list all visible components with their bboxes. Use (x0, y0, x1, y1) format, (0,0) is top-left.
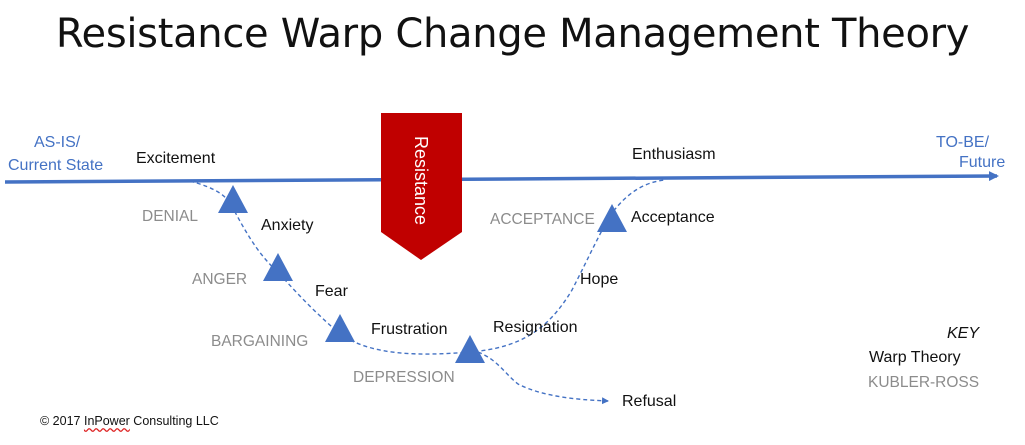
stage-triangle-anger (263, 253, 293, 281)
key-kubler-ross: KUBLER-ROSS (868, 374, 980, 391)
future-label: Future (959, 154, 1006, 171)
key-heading: KEY (947, 325, 980, 342)
stage-label-resignation: Resignation (493, 319, 578, 336)
warp-curve (189, 179, 666, 355)
stage-label-refusal: Refusal (622, 393, 677, 410)
stage-label-anxiety: Anxiety (261, 217, 314, 234)
resistance-label-box: Resistance (395, 132, 447, 228)
stage-label-enthusiasm: Enthusiasm (632, 146, 716, 163)
kubler-label-acceptance: ACCEPTANCE (490, 211, 595, 228)
page-title: Resistance Warp Change Management Theory (55, 11, 970, 57)
stage-triangle-acceptance (597, 204, 627, 232)
stage-label-fear: Fear (315, 283, 348, 300)
resistance-label: Resistance (411, 135, 432, 225)
copyright-footer: © 2017 InPower Consulting LLC (40, 415, 219, 428)
footer-brand: InPower (83, 414, 130, 428)
as-is-label: AS-IS/ (34, 134, 81, 151)
stage-label-acceptance: Acceptance (631, 209, 715, 226)
kubler-label-bargaining: BARGAINING (211, 333, 309, 350)
kubler-label-anger: ANGER (192, 271, 248, 288)
current-state-label: Current State (8, 157, 104, 174)
stage-triangle-denial (218, 185, 248, 213)
stage-triangle-bargaining (325, 314, 355, 342)
stage-triangle-depression (455, 335, 485, 363)
kubler-label-denial: DENIAL (142, 208, 198, 225)
stage-label-excitement: Excitement (136, 150, 216, 167)
refusal-branch (477, 351, 609, 405)
kubler-label-depression: DEPRESSION (353, 369, 455, 386)
footer-prefix: © 2017 (40, 414, 84, 428)
stage-label-frustration: Frustration (371, 321, 448, 338)
footer-suffix: Consulting LLC (129, 414, 219, 428)
resistance-banner (381, 113, 462, 260)
to-be-label: TO-BE/ (936, 134, 990, 151)
current-to-future-arrow (4, 171, 999, 184)
key-warp-theory: Warp Theory (869, 349, 961, 366)
stage-label-hope: Hope (580, 271, 619, 288)
